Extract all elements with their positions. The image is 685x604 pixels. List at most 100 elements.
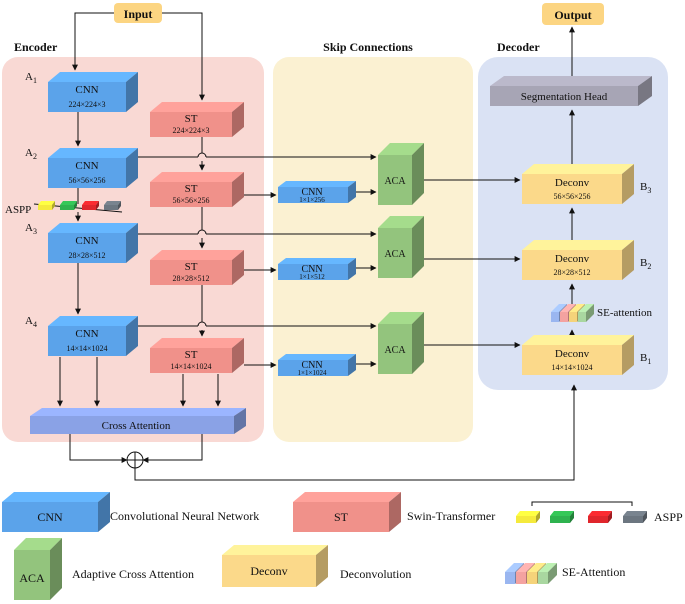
segmentation-head-block: Segmentation Head: [490, 76, 652, 106]
skip-cnn-block-2-side: [348, 258, 356, 280]
encoder-st-block-1-front: [150, 112, 232, 137]
aspp-pill-3-top: [82, 201, 99, 205]
skip-cnn-name: CNN: [301, 187, 322, 198]
aca-block-3-front: [378, 324, 412, 374]
encoder-cnn-block-3-top: [48, 223, 138, 233]
legend-se-stripe-4-front: [538, 572, 548, 584]
deconv-size: 56×56×256: [553, 192, 590, 201]
legend-aca-swatch-front: [14, 550, 50, 600]
se-attention-block: [551, 304, 594, 322]
deconv-block-3-front: [522, 345, 622, 375]
encoder-cnn-size: 56×56×256: [68, 176, 105, 185]
deconv-name: Deconv: [555, 253, 590, 265]
encoder-st-block-2-top: [150, 172, 244, 182]
aca-block-2-side: [412, 216, 424, 278]
encoder-st-block-1-top: [150, 102, 244, 112]
aca-label: ACA: [384, 345, 406, 356]
encoder-cnn-block-4-top: [48, 316, 138, 326]
legend-aspp-pill-3-side: [608, 511, 612, 523]
legend-deconv-swatch-side: [316, 545, 328, 587]
aca-block-2-top: [378, 216, 424, 228]
legend-deconv-box-label: Deconv: [250, 564, 287, 578]
wire-sum-deconv1: [134, 384, 577, 481]
encoder-cnn-block-2-front: [48, 158, 126, 188]
legend-deconv-swatch-front: [222, 555, 316, 587]
deconv-block-2-top: [522, 240, 634, 250]
encoder-st-name: ST: [185, 183, 198, 195]
aspp-pill-3-side: [96, 201, 99, 210]
aca-block-3-top: [378, 312, 424, 324]
aspp-pill-4-top: [104, 201, 121, 205]
aspp-pill-1-front: [38, 205, 52, 210]
aspp-pill-1: [38, 201, 55, 210]
deconv-tag-2: B2: [640, 257, 651, 271]
encoder-cnn-name: CNN: [75, 235, 98, 247]
aca-block-1: ACA: [378, 143, 424, 205]
encoder-cnn-block-3: CNN 28×28×512: [48, 223, 138, 263]
deconv-name: Deconv: [555, 348, 590, 360]
aca-block-3-side: [412, 312, 424, 374]
hop-st-1: [197, 152, 207, 158]
legend-aca-swatch-side: [50, 538, 62, 600]
legend-se-stripe-3-front: [527, 572, 537, 584]
legend-aspp-pill-2-top: [550, 511, 574, 516]
encoder-title: Encoder: [14, 40, 58, 54]
se-stripe-4-top: [578, 304, 594, 312]
legend-aspp-pill-4: [623, 511, 647, 523]
skip-cnn-block-2-front: [278, 264, 348, 280]
skip-cnn-name: CNN: [301, 360, 322, 371]
skip-cnn-block-1-front: [278, 187, 348, 203]
legend-aspp-pill-2-front: [550, 516, 570, 523]
legend-aspp-pill-1: [516, 511, 540, 523]
legend-aca-box-label: ACA: [19, 571, 45, 585]
deconv-tag-3: B1: [640, 352, 651, 366]
legend-cnn-swatch-top: [2, 492, 110, 502]
input-box: [114, 3, 162, 23]
encoder-cnn-tag-2-subscript: 2: [33, 152, 37, 161]
legend-se-stripe-1-front: [505, 572, 515, 584]
skip-cnn-block-1-top: [278, 181, 356, 187]
encoder-st-block-3-side: [232, 250, 244, 285]
legend-aspp-pill-3: [588, 511, 612, 523]
legend-deconv-swatch-top: [222, 545, 328, 555]
se-stripe-2-top: [560, 304, 576, 312]
aca-block-2-front: [378, 228, 412, 278]
legend-aspp-pill-2: [550, 511, 574, 523]
legend-aspp-pill-1-side: [536, 511, 540, 523]
skip-cnn-block-3-front: [278, 360, 348, 376]
legend-aspp-pill-4-top: [623, 511, 647, 516]
aspp-pill-3: [82, 201, 99, 210]
encoder-cnn-tag-1-subscript: 1: [33, 76, 37, 85]
deconv-tag-1-subscript: 3: [647, 186, 651, 195]
legend-cnn-swatch: CNN: [2, 492, 110, 532]
se-stripe-4: [578, 304, 594, 322]
encoder-st-size: 28×28×512: [172, 274, 209, 283]
encoder-cnn-tag-2: A2: [25, 147, 37, 161]
aca-label: ACA: [384, 176, 406, 187]
deconv-size: 14×14×1024: [551, 363, 592, 372]
legend-st-swatch-front: [293, 502, 389, 532]
cross-attention-block: Cross Attention: [30, 408, 246, 434]
deconv-tag-2-letter: B: [640, 257, 647, 269]
aspp-pill-1-side: [52, 201, 55, 210]
encoder-st-block-3-top: [150, 250, 244, 260]
encoder-st-block-4-side: [232, 338, 244, 373]
decoder-panel: [478, 57, 668, 390]
aca-block-1-side: [412, 143, 424, 205]
encoder-cnn-size: 28×28×512: [68, 251, 105, 260]
deconv-block-1-top: [522, 164, 634, 174]
encoder-st-block-2-front: [150, 182, 232, 207]
encoder-cnn-block-4-front: [48, 326, 126, 356]
legend-aspp-pill-4-front: [623, 516, 643, 523]
encoder-st-block-4-top: [150, 338, 244, 348]
hop-st-2: [197, 229, 207, 235]
deconv-tag-3-subscript: 1: [647, 357, 651, 366]
legend-se-stripe-2-top: [516, 563, 535, 572]
deconv-tag-2-subscript: 2: [647, 262, 651, 271]
deconv-block-1-front: [522, 174, 622, 204]
